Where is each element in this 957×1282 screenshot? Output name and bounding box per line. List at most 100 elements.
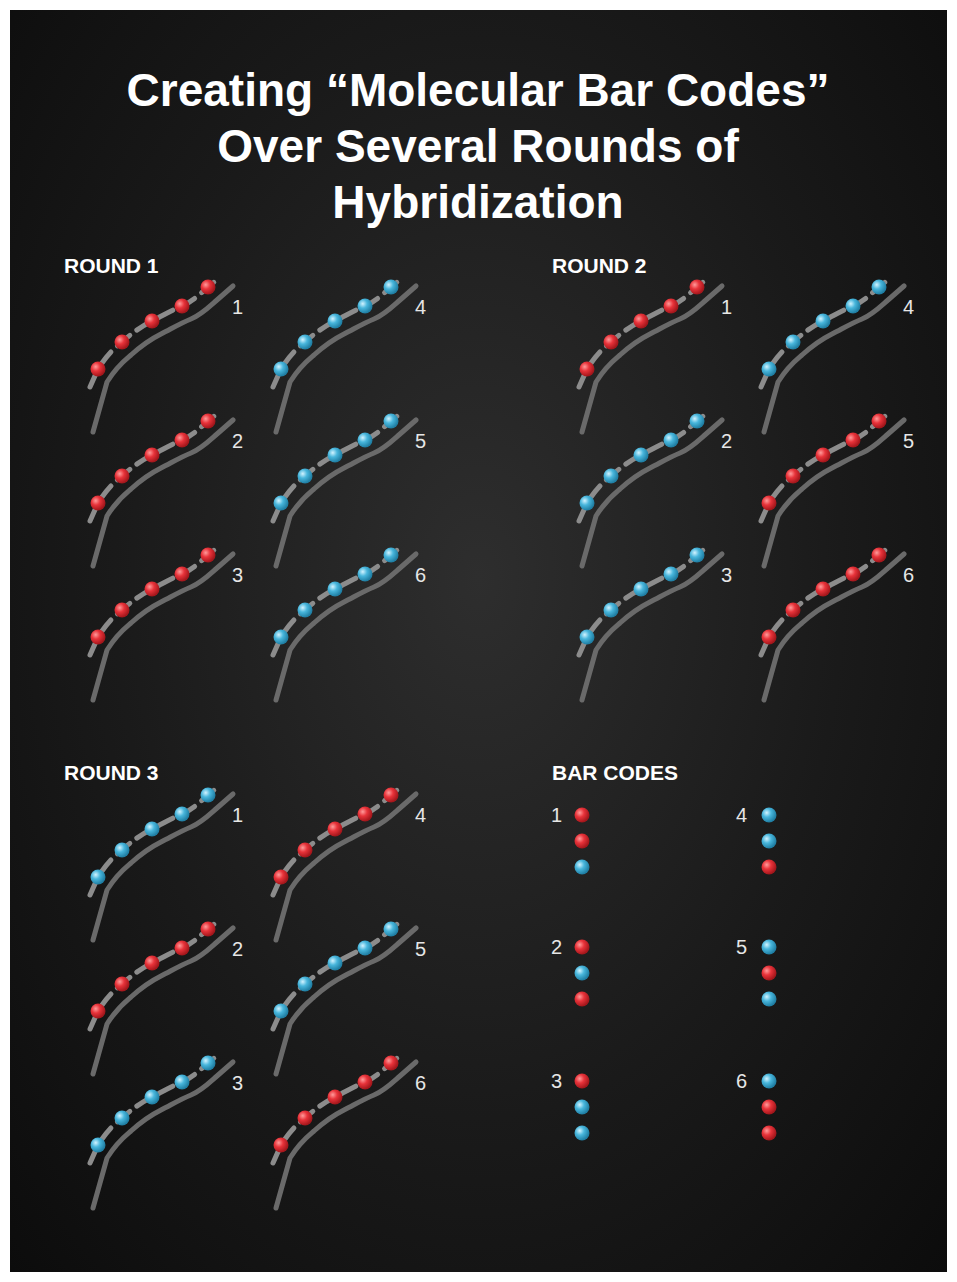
- fluorescent-dot: [91, 362, 106, 377]
- callout-number: 5: [903, 430, 914, 452]
- probe-segments: [579, 279, 707, 387]
- barcode-dot: [762, 860, 777, 875]
- rna-strand: [273, 413, 416, 566]
- panel-heading: BAR CODES: [552, 761, 678, 785]
- barcode-dot: [762, 1100, 777, 1115]
- fluorescent-dot: [328, 314, 343, 329]
- callout-number: 4: [903, 296, 914, 318]
- rna-strand: [273, 787, 416, 940]
- fluorescent-dot: [762, 362, 777, 377]
- fluorescent-dot: [816, 314, 831, 329]
- fluorescent-dot: [634, 448, 649, 463]
- probe-segments: [761, 279, 889, 387]
- fluorescent-dot: [690, 414, 705, 429]
- fluorescent-dot: [298, 469, 313, 484]
- callout-number: 1: [232, 296, 243, 318]
- callout-number: 6: [903, 564, 914, 586]
- fluorescent-dot: [298, 977, 313, 992]
- probe-segments: [273, 787, 401, 895]
- fluorescent-dot: [175, 941, 190, 956]
- fluorescent-dot: [328, 582, 343, 597]
- fluorescent-dot: [846, 567, 861, 582]
- panel-heading: ROUND 1: [64, 254, 159, 278]
- probe-segments: [90, 1055, 218, 1163]
- fluorescent-dot: [786, 603, 801, 618]
- callout-number: 6: [415, 1072, 426, 1094]
- callout-number: 3: [232, 1072, 243, 1094]
- callout-number: 6: [736, 1070, 747, 1092]
- fluorescent-dot: [274, 630, 289, 645]
- fluorescent-dot: [91, 630, 106, 645]
- fluorescent-dot: [634, 314, 649, 329]
- fluorescent-dot: [384, 414, 399, 429]
- fluorescent-dot: [115, 335, 130, 350]
- rna-line: [93, 286, 233, 432]
- fluorescent-dot: [604, 469, 619, 484]
- title: Creating “Molecular Bar Codes” Over Seve…: [78, 62, 878, 230]
- rna-line: [276, 794, 416, 940]
- fluorescent-dot: [91, 870, 106, 885]
- fluorescent-dot: [298, 335, 313, 350]
- fluorescent-dot: [846, 299, 861, 314]
- fluorescent-dot: [201, 922, 216, 937]
- fluorescent-dot: [298, 843, 313, 858]
- panel-heading: ROUND 2: [552, 254, 647, 278]
- rna-strand: [90, 787, 233, 940]
- rna-line: [276, 420, 416, 566]
- rna-strand: [761, 279, 904, 432]
- rna-line: [764, 554, 904, 700]
- fluorescent-dot: [580, 630, 595, 645]
- fluorescent-dot: [201, 1056, 216, 1071]
- callout-number: 3: [232, 564, 243, 586]
- rna-strand: [90, 413, 233, 566]
- probe-segments: [90, 921, 218, 1029]
- barcode-dot: [575, 992, 590, 1007]
- fluorescent-dot: [91, 1138, 106, 1153]
- probe-segments: [90, 547, 218, 655]
- callout-number: 2: [551, 936, 562, 958]
- fluorescent-dot: [328, 1090, 343, 1105]
- probe-segments: [273, 921, 401, 1029]
- fluorescent-dot: [145, 448, 160, 463]
- barcode-dot: [762, 1126, 777, 1141]
- fluorescent-dot: [358, 299, 373, 314]
- barcode-dot: [762, 808, 777, 823]
- fluorescent-dot: [762, 630, 777, 645]
- barcode-dot: [575, 1126, 590, 1141]
- callout-number: 2: [721, 430, 732, 452]
- callout-number: 2: [232, 938, 243, 960]
- fluorescent-dot: [115, 843, 130, 858]
- rna-line: [93, 794, 233, 940]
- probe-segments: [761, 413, 889, 521]
- callout-number: 4: [415, 296, 426, 318]
- fluorescent-dot: [115, 469, 130, 484]
- fluorescent-dot: [298, 1111, 313, 1126]
- rna-line: [276, 286, 416, 432]
- callout-number: 2: [232, 430, 243, 452]
- fluorescent-dot: [358, 567, 373, 582]
- rna-strand: [579, 279, 722, 432]
- callout-number: 1: [232, 804, 243, 826]
- probe-segments: [273, 1055, 401, 1163]
- fluorescent-dot: [580, 496, 595, 511]
- rna-line: [93, 1062, 233, 1208]
- callout-number: 1: [551, 804, 562, 826]
- fluorescent-dot: [604, 603, 619, 618]
- rna-line: [582, 286, 722, 432]
- fluorescent-dot: [175, 433, 190, 448]
- fluorescent-dot: [384, 280, 399, 295]
- callout-number: 3: [721, 564, 732, 586]
- fluorescent-dot: [115, 603, 130, 618]
- fluorescent-dot: [175, 567, 190, 582]
- rna-strand: [273, 547, 416, 700]
- fluorescent-dot: [762, 496, 777, 511]
- rna-strand: [579, 547, 722, 700]
- fluorescent-dot: [201, 548, 216, 563]
- rna-line: [764, 420, 904, 566]
- barcode-dot: [575, 808, 590, 823]
- fluorescent-dot: [690, 548, 705, 563]
- callout-number: 3: [551, 1070, 562, 1092]
- rna-strand: [761, 413, 904, 566]
- fluorescent-dot: [145, 956, 160, 971]
- barcode-dot: [762, 940, 777, 955]
